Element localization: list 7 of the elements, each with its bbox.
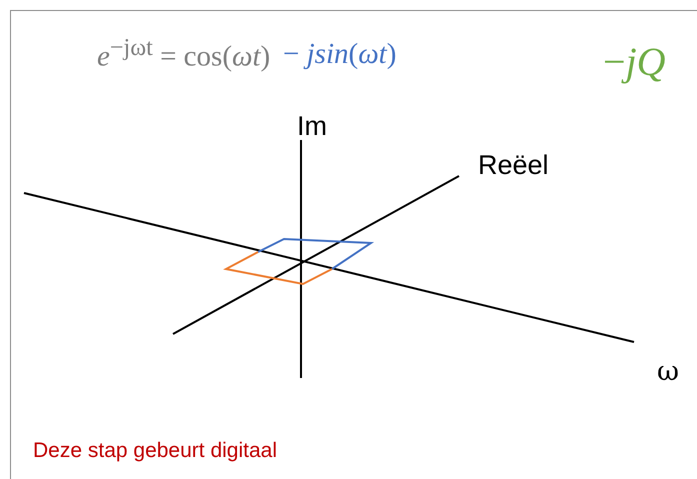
formula-text: e$^{−jωt}$ = cos(ωt): [97, 34, 270, 74]
axis-label: Im: [297, 111, 327, 142]
formula-text: − jsin(ωt): [283, 38, 396, 71]
axis-label: ω: [657, 356, 680, 387]
formula-text: −jQ: [603, 38, 666, 85]
axis-label: Reëel: [478, 150, 549, 181]
note-text: Deze stap gebeurt digitaal: [33, 439, 277, 463]
